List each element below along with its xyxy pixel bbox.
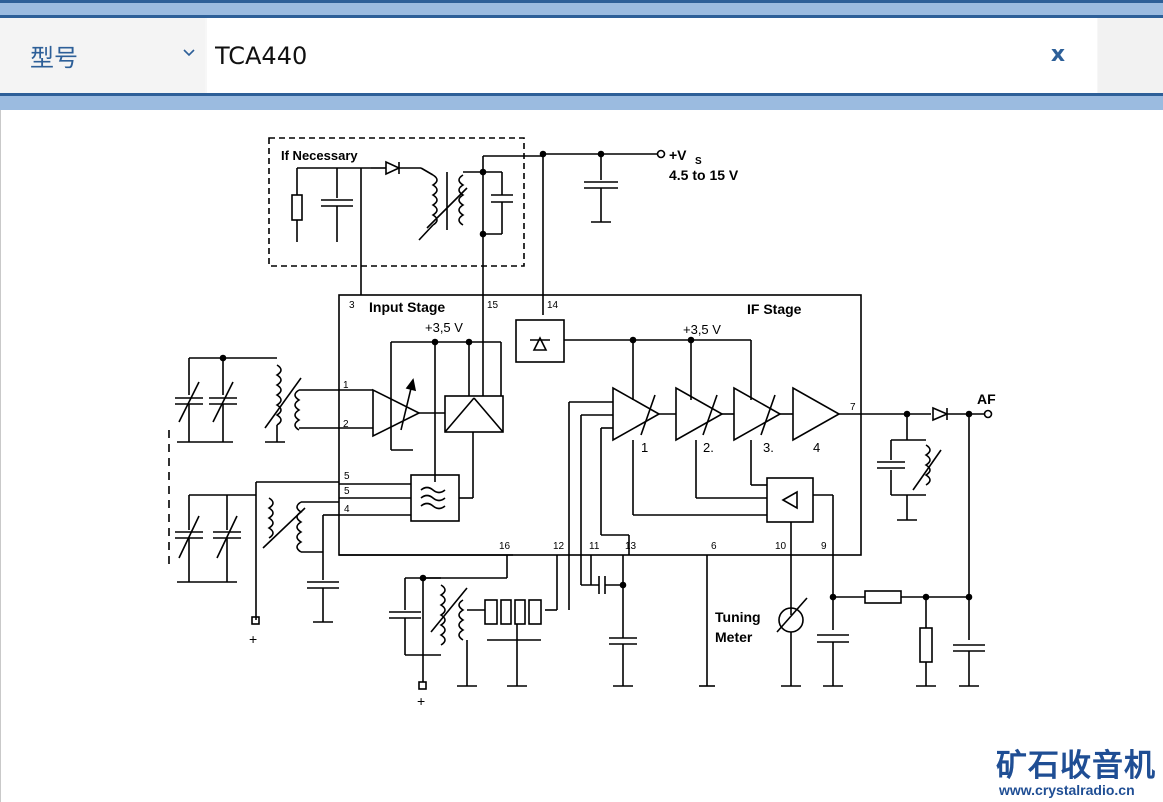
pin-2-label: 2 [343,419,349,430]
if-amp-1-label: 1 [641,440,648,455]
result-content: If Necessary [0,110,1163,802]
search-input[interactable] [207,18,1097,93]
header-band: 型号 x [0,0,1163,110]
clear-button[interactable]: x [1050,42,1066,67]
input-stage-voltage: +3,5 V [425,320,463,335]
if-amp-4-label: 4 [813,440,820,455]
watermark-brand: 矿石收音机 [996,748,1156,784]
af-output-label: AF [977,391,996,407]
tca440-schematic: If Necessary [168,137,996,709]
optional-circuit-box [268,137,525,267]
header-rule-lower [0,93,1163,96]
supply-subscript: S [695,156,702,167]
if-necessary-label: If Necessary [281,148,358,163]
pin-12-label: 12 [553,541,565,552]
header-rule-upper [0,15,1163,18]
pin-1-label: 1 [343,380,349,391]
tca440-ic-outline [338,294,862,556]
if-stage-voltage: +3,5 V [683,322,721,337]
pin-6-label: 6 [711,541,717,552]
chevron-down-icon [183,49,195,57]
pin-16-label: 16 [499,541,511,552]
pin-4-label: 4 [344,504,350,515]
pin-7-label: 7 [850,402,856,413]
header-rule-top [0,0,1163,3]
pin-3-label: 3 [349,300,355,311]
search-bar: 型号 x [0,18,1163,93]
type-select-label: 型号 [30,44,78,72]
if-stage-label: IF Stage [747,301,802,317]
pin-5b-label: 5 [344,486,350,497]
search-side-panel [1098,18,1163,93]
supply-range-label: 4.5 to 15 V [669,167,739,183]
tuning-label: Tuning [715,609,761,625]
left-plus-label: + [249,631,257,647]
pin-10-label: 10 [775,541,787,552]
meter-label: Meter [715,629,753,645]
input-stage-label: Input Stage [369,299,445,315]
pin-14-label: 14 [547,300,559,311]
supply-label: +V [669,147,687,163]
if-amp-3-label: 3. [763,440,774,455]
pin-15-label: 15 [487,300,499,311]
bottom-plus-label: + [417,693,425,709]
pin-13-label: 13 [625,541,637,552]
pin-5-label: 5 [344,471,350,482]
if-amp-2-label: 2. [703,440,714,455]
pin-9-label: 9 [821,541,827,552]
pin-11-label: 11 [589,541,600,552]
type-select[interactable]: 型号 [0,18,205,93]
watermark-url: www.crystalradio.cn [999,782,1135,798]
